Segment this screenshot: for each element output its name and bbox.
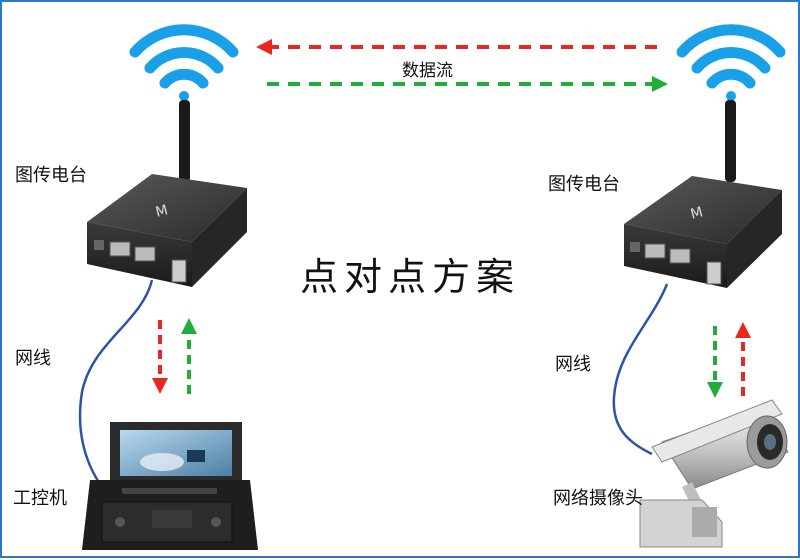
uplink-arrow bbox=[181, 318, 197, 394]
right-device-label: 网络摄像头 bbox=[553, 484, 643, 510]
radio-device: M bbox=[87, 100, 247, 287]
data-flow-arrow-left bbox=[256, 39, 657, 55]
left-radio-label: 图传电台 bbox=[15, 161, 87, 187]
diagram-title: 点对点方案 bbox=[300, 246, 520, 301]
laptop-console bbox=[82, 422, 258, 550]
right-cable-label: 网线 bbox=[555, 350, 591, 376]
right-radio-label: 图传电台 bbox=[548, 170, 620, 196]
network-cable bbox=[614, 284, 667, 454]
wifi-signal-icon bbox=[682, 30, 780, 101]
uplink-arrow bbox=[735, 322, 751, 396]
downlink-arrow bbox=[152, 320, 168, 394]
left-device-label: 工控机 bbox=[13, 484, 67, 510]
downlink-arrow bbox=[707, 326, 723, 398]
data-flow-arrow-right bbox=[267, 76, 668, 92]
radio-device: M bbox=[624, 100, 782, 288]
left-cable-label: 网线 bbox=[15, 344, 51, 370]
wifi-signal-icon bbox=[135, 30, 233, 101]
ip-camera bbox=[640, 400, 788, 547]
data-flow-label: 数据流 bbox=[402, 56, 453, 81]
